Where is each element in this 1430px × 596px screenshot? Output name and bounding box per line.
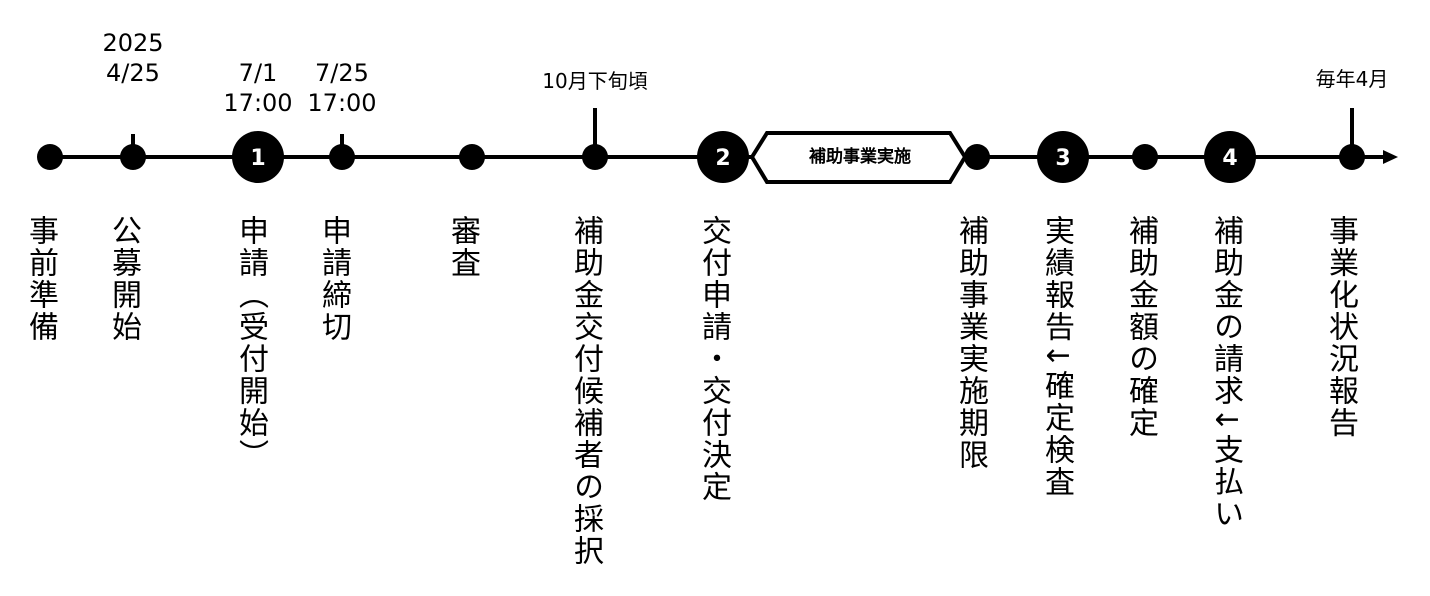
- dot: [120, 144, 146, 170]
- date-shinsei-start: 7/1 17:00: [223, 59, 293, 117]
- phase-label: 補助事業実施: [809, 147, 911, 167]
- dot: [582, 144, 608, 170]
- marker-circle: [232, 131, 284, 183]
- date-report: 毎年4月: [1315, 67, 1389, 91]
- date-koubo: 2025 4/25: [102, 29, 164, 87]
- date-shinsei-end: 7/25 17:00: [307, 59, 377, 117]
- step-label: 補助金額の確定: [1123, 215, 1158, 439]
- dot: [1132, 144, 1158, 170]
- step-label: 審査: [445, 215, 480, 279]
- step-label: 申請（受付開始）: [233, 215, 268, 471]
- step-label: 交付申請・交付決定: [696, 215, 731, 503]
- marker-circle: [1204, 131, 1256, 183]
- dot: [459, 144, 485, 170]
- marker-circle: [697, 131, 749, 183]
- dot: [1339, 144, 1365, 170]
- step-label: 補助金の請求↓支払い: [1208, 215, 1243, 531]
- date-saitaku: 10月下旬頃: [542, 69, 648, 93]
- dot: [964, 144, 990, 170]
- step-label: 事前準備: [23, 215, 58, 343]
- step-label: 実績報告↓確定検査: [1039, 215, 1074, 499]
- step-label: 公募開始: [106, 215, 141, 343]
- marker-1: 1: [250, 146, 265, 171]
- dot: [329, 144, 355, 170]
- step-label: 補助事業実施期限: [953, 215, 988, 471]
- marker-3: 3: [1055, 146, 1070, 171]
- step-label: 補助金交付候補者の採択: [568, 215, 603, 567]
- step-label: 申請締切: [316, 215, 351, 343]
- marker-2: 2: [715, 146, 730, 171]
- dot: [37, 144, 63, 170]
- phase-hexagon: [749, 131, 968, 184]
- marker-4: 4: [1222, 146, 1237, 171]
- marker-circle: [1037, 131, 1089, 183]
- arrow-head-icon: [1383, 150, 1398, 164]
- step-label: 事業化状況報告: [1323, 215, 1358, 439]
